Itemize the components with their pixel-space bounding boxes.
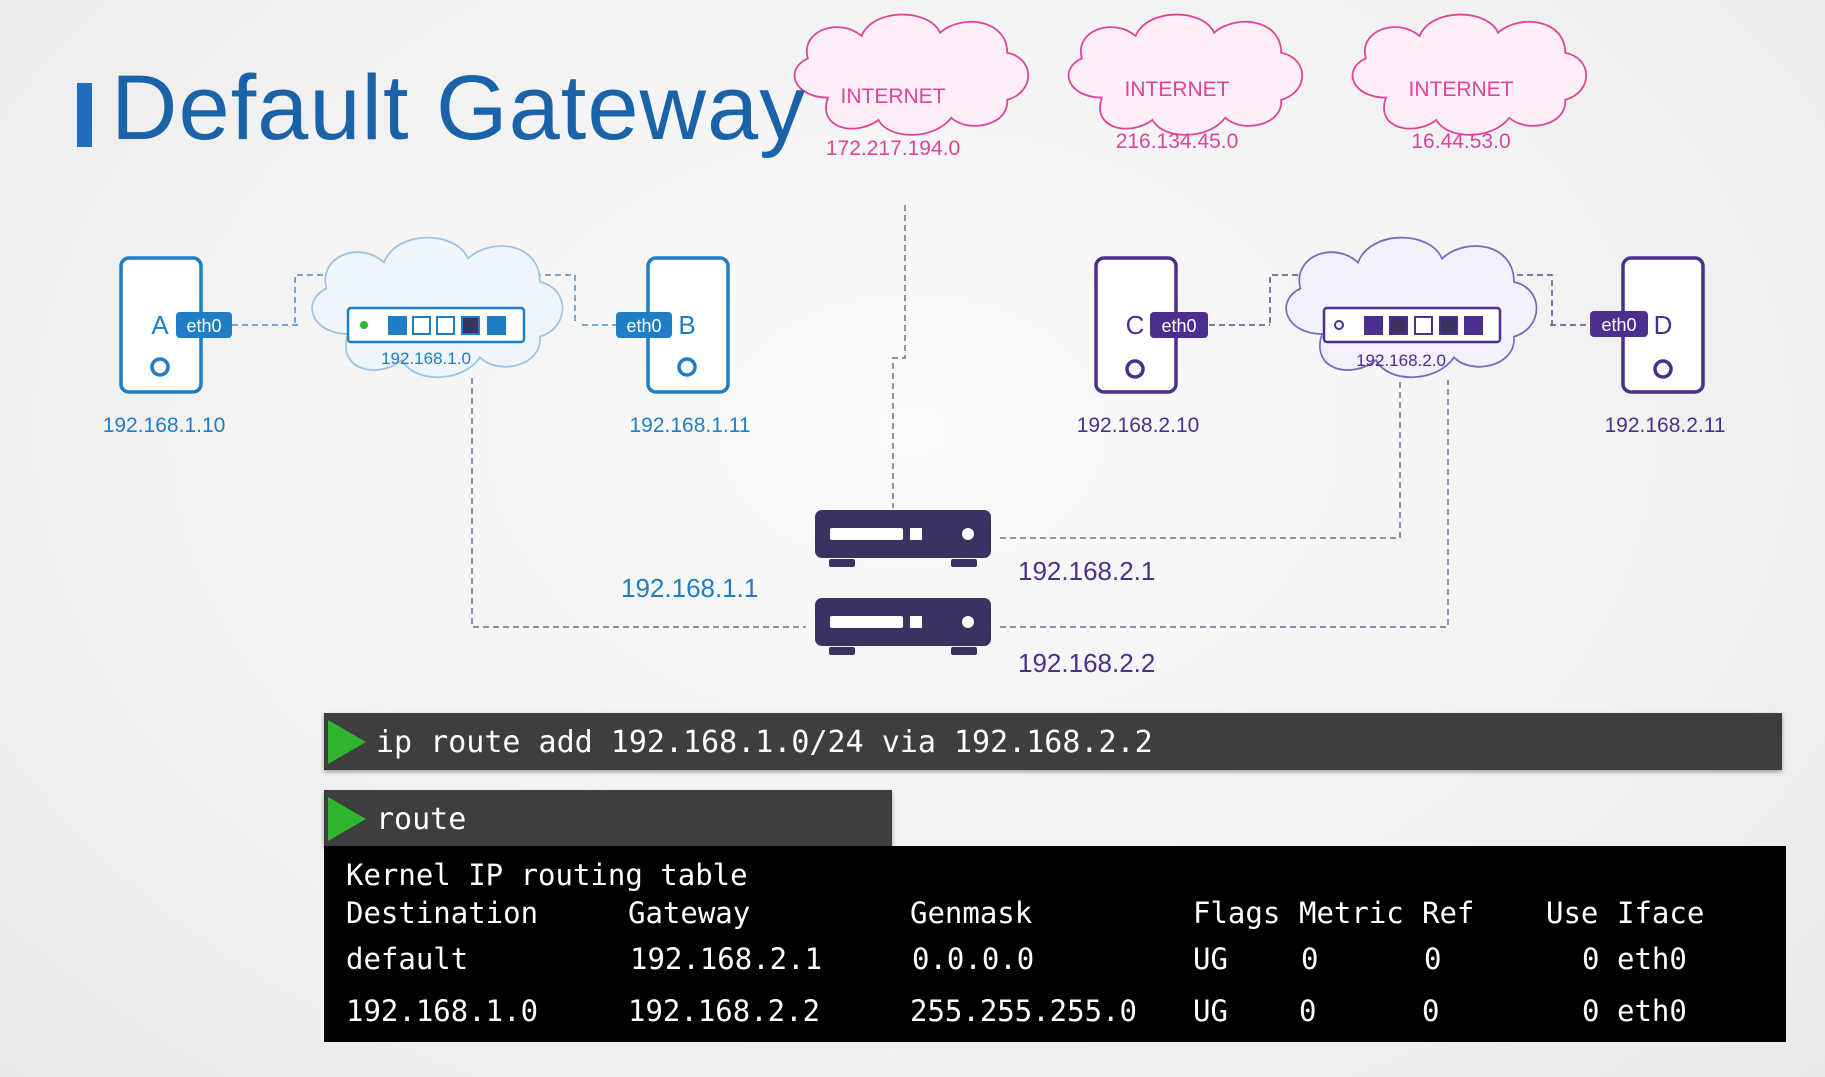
table-cell: default <box>346 942 469 976</box>
table-cell: 192.168.1.0 <box>346 994 539 1028</box>
switch-icon <box>346 306 526 344</box>
table-cell: 0.0.0.0 <box>912 942 1035 976</box>
table-cell: 0 <box>1299 994 1317 1028</box>
table-header: Ref <box>1422 896 1475 930</box>
iface-label: eth0 <box>1601 315 1636 335</box>
table-cell: 0 <box>1301 942 1319 976</box>
play-icon <box>328 797 366 841</box>
host-a: A eth0 <box>119 256 232 394</box>
router-icon <box>815 510 991 567</box>
internet-network: 216.134.45.0 <box>1116 130 1239 153</box>
table-header: Genmask <box>910 896 1033 930</box>
table-header: Use <box>1546 896 1599 930</box>
table-cell: UG <box>1193 942 1228 976</box>
internet-network: 16.44.53.0 <box>1411 130 1510 153</box>
host-name: A <box>151 310 169 340</box>
switch-network-label: 192.168.2.0 <box>1356 351 1446 370</box>
internet-cloud <box>793 13 1030 136</box>
play-icon <box>328 720 366 764</box>
table-header: Gateway <box>628 896 751 930</box>
table-cell: 192.168.2.2 <box>628 994 821 1028</box>
table-cell: 0 <box>1582 994 1600 1028</box>
command-text: ip route add 192.168.1.0/24 via 192.168.… <box>376 725 1153 760</box>
table-header: Destination <box>346 896 539 930</box>
iface-label: eth0 <box>626 316 661 336</box>
host-ip: 192.168.1.10 <box>103 414 226 437</box>
table-header: Flags <box>1193 896 1281 930</box>
internet-cloud <box>1351 13 1588 136</box>
internet-cloud <box>1067 13 1304 136</box>
terminal-output: Kernel IP routing table Destination Gate… <box>324 846 1786 1042</box>
host-name: B <box>678 310 695 340</box>
host-d: D eth0 <box>1590 256 1705 394</box>
page-title: Default Gateway <box>111 57 807 159</box>
internet-network: 172.217.194.0 <box>826 137 960 160</box>
router-ip-right: 192.168.2.1 <box>1018 556 1155 586</box>
table-cell: 192.168.2.1 <box>630 942 823 976</box>
switch-network-label: 192.168.1.0 <box>381 349 471 368</box>
host-ip: 192.168.2.10 <box>1077 414 1200 437</box>
table-cell: eth0 <box>1617 942 1687 976</box>
command-text: route <box>376 802 467 837</box>
routing-table-title: Kernel IP routing table <box>346 858 748 892</box>
iface-label: eth0 <box>186 316 221 336</box>
table-cell: 0 <box>1582 942 1600 976</box>
table-header: Metric <box>1299 896 1404 930</box>
command-bar-route-add: ip route add 192.168.1.0/24 via 192.168.… <box>324 713 1782 770</box>
table-cell: 0 <box>1422 994 1440 1028</box>
host-name: C <box>1126 310 1145 340</box>
router-icon <box>815 598 991 655</box>
table-header: Iface <box>1617 896 1705 930</box>
table-cell: 0 <box>1424 942 1442 976</box>
host-ip: 192.168.2.11 <box>1604 414 1725 437</box>
host-b: B eth0 <box>616 256 730 394</box>
host-c: C eth0 <box>1094 256 1208 394</box>
iface-label: eth0 <box>1161 316 1196 336</box>
router-ip-left: 192.168.1.1 <box>621 573 758 603</box>
internet-label: INTERNET <box>1409 78 1514 101</box>
table-cell: UG <box>1193 994 1228 1028</box>
router-ip-right: 192.168.2.2 <box>1018 648 1155 678</box>
command-bar-route: route <box>324 790 892 846</box>
host-ip: 192.168.1.11 <box>629 414 750 437</box>
internet-label: INTERNET <box>1125 78 1230 101</box>
host-name: D <box>1654 310 1673 340</box>
internet-label: INTERNET <box>841 85 946 108</box>
switch-icon <box>1322 306 1502 344</box>
title-accent-bar <box>77 83 92 147</box>
table-cell: eth0 <box>1617 994 1687 1028</box>
table-cell: 255.255.255.0 <box>910 994 1137 1028</box>
